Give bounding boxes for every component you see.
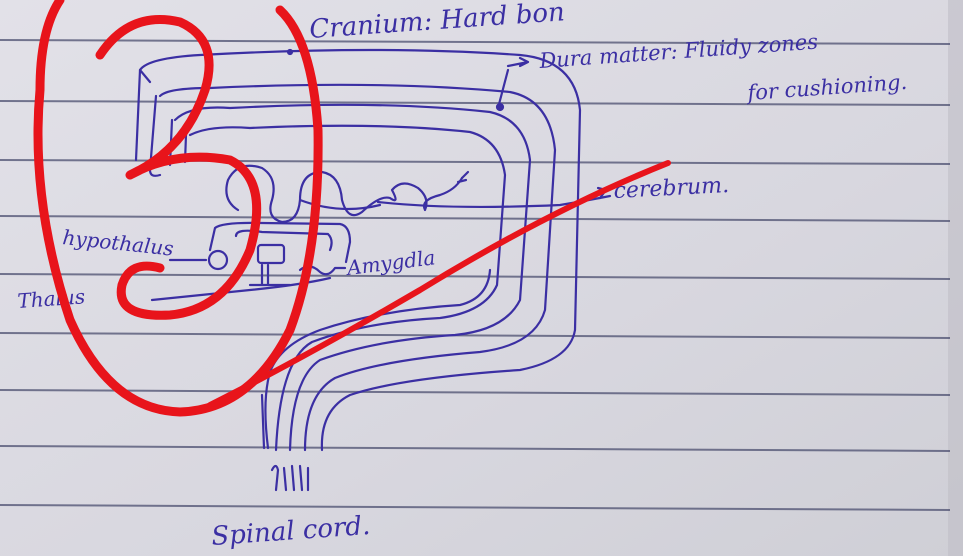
- page-edge: [948, 0, 963, 556]
- label-thalamus: Thalus: [17, 284, 86, 313]
- dura-point: [497, 104, 503, 110]
- cranium-point: [288, 50, 292, 54]
